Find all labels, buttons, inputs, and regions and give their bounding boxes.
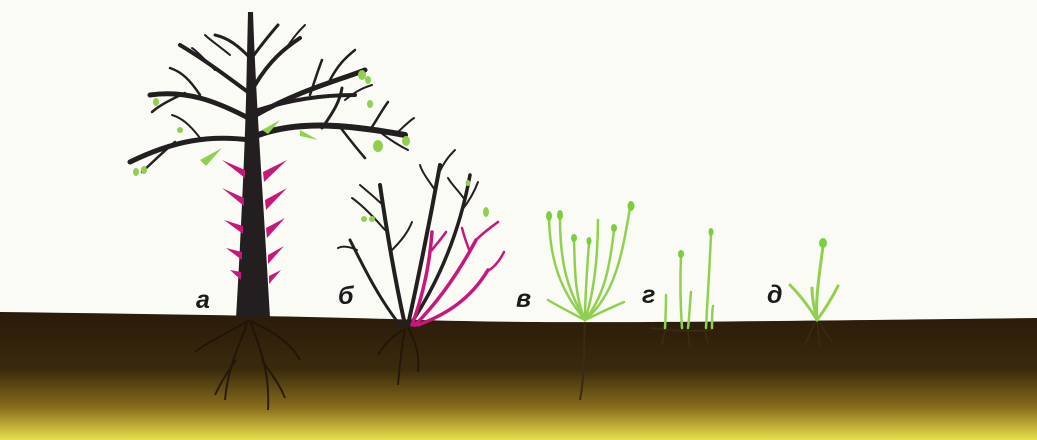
tree-trunk xyxy=(236,12,270,318)
label-g: г xyxy=(642,283,655,308)
herb-g-stems xyxy=(665,234,713,328)
label-d: д xyxy=(767,283,782,308)
herb-d-leaves xyxy=(790,246,838,320)
herb-d-bud xyxy=(819,238,827,248)
label-a: а xyxy=(196,288,210,313)
herb-g-buds xyxy=(678,228,714,258)
label-b: б xyxy=(338,284,353,309)
tree-branches xyxy=(130,25,414,172)
label-v: в xyxy=(516,287,531,312)
soil-layer xyxy=(0,312,1037,440)
shrub-stems-dark xyxy=(338,150,478,325)
herb-v-stems xyxy=(548,208,630,320)
